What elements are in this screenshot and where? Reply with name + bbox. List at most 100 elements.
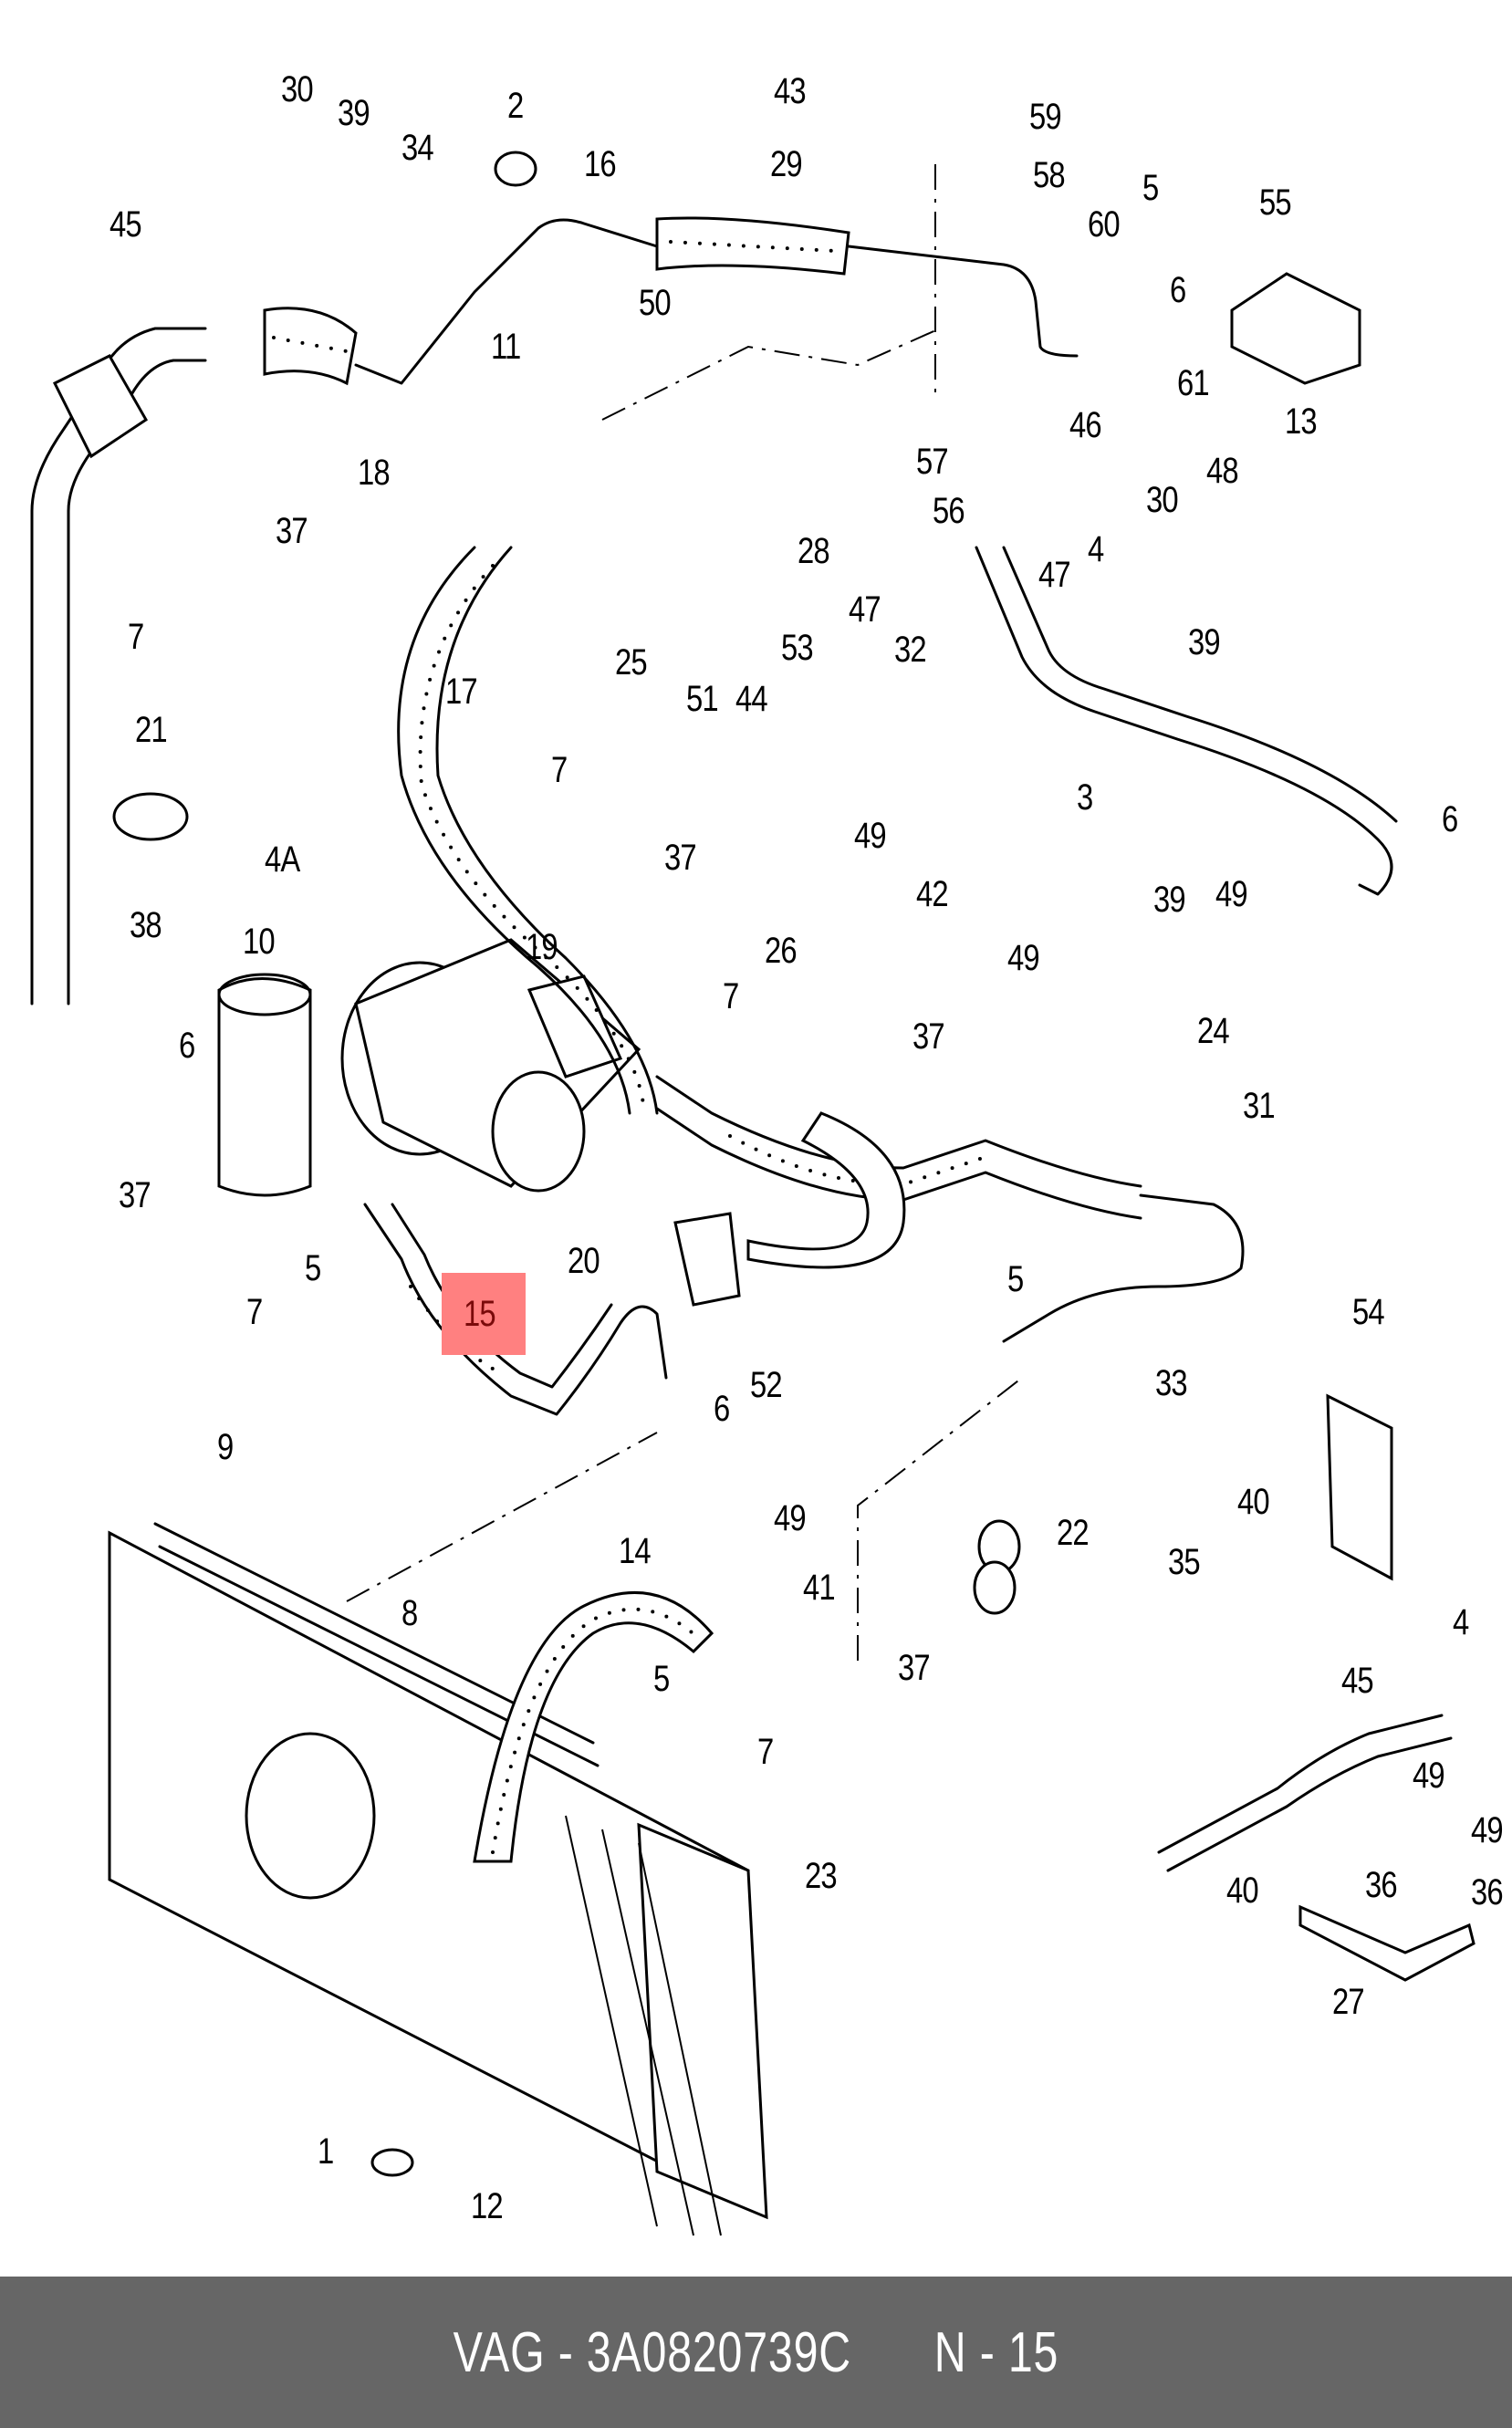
callout-7[interactable]: 7: [246, 1292, 263, 1332]
callout-37[interactable]: 37: [119, 1175, 151, 1215]
callout-42[interactable]: 42: [916, 874, 949, 914]
callout-30[interactable]: 30: [1146, 480, 1179, 520]
callout-39[interactable]: 39: [1188, 622, 1221, 662]
callout-31[interactable]: 31: [1243, 1086, 1276, 1126]
callout-7[interactable]: 7: [723, 976, 739, 1016]
callout-61[interactable]: 61: [1177, 363, 1210, 403]
callout-51[interactable]: 51: [686, 679, 719, 719]
callout-44[interactable]: 44: [735, 679, 768, 719]
callout-39[interactable]: 39: [1153, 880, 1186, 920]
callout-15-highlighted[interactable]: 15: [464, 1294, 496, 1334]
callout-32[interactable]: 32: [894, 630, 927, 670]
callout-8[interactable]: 8: [401, 1593, 418, 1633]
callout-12[interactable]: 12: [471, 2186, 504, 2226]
callout-57[interactable]: 57: [916, 442, 949, 482]
callout-35[interactable]: 35: [1168, 1542, 1201, 1582]
callout-56[interactable]: 56: [933, 491, 965, 531]
callout-6[interactable]: 6: [179, 1026, 195, 1066]
callout-37[interactable]: 37: [276, 511, 308, 551]
callout-6[interactable]: 6: [714, 1389, 730, 1429]
callout-18[interactable]: 18: [358, 453, 391, 493]
callout-45[interactable]: 45: [1341, 1661, 1374, 1701]
callout-28[interactable]: 28: [798, 531, 830, 571]
hose-sleeve-upper-left: [52, 354, 148, 459]
callout-6[interactable]: 6: [1442, 799, 1458, 839]
callout-40[interactable]: 40: [1226, 1870, 1259, 1911]
pipe-right-top: [975, 546, 1393, 896]
callout-55[interactable]: 55: [1259, 182, 1292, 223]
callout-4A[interactable]: 4A: [265, 839, 300, 880]
footer-part-number: 3A0820739C: [586, 2320, 852, 2384]
callout-36[interactable]: 36: [1471, 1872, 1504, 1912]
callout-9[interactable]: 9: [217, 1427, 234, 1467]
callout-47[interactable]: 47: [1038, 555, 1071, 595]
callout-20[interactable]: 20: [568, 1241, 600, 1281]
callout-7[interactable]: 7: [551, 750, 568, 790]
hose-sleeve-top: [263, 307, 358, 386]
callout-59[interactable]: 59: [1029, 97, 1062, 137]
callout-1[interactable]: 1: [318, 2131, 334, 2172]
callout-45[interactable]: 45: [109, 204, 142, 245]
callout-46[interactable]: 46: [1069, 405, 1102, 445]
callout-22[interactable]: 22: [1057, 1513, 1090, 1553]
callout-49[interactable]: 49: [1413, 1756, 1445, 1796]
callout-5[interactable]: 5: [305, 1248, 321, 1288]
callout-47[interactable]: 47: [849, 589, 881, 630]
callout-5[interactable]: 5: [653, 1659, 670, 1699]
callout-10[interactable]: 10: [243, 922, 276, 962]
callout-25[interactable]: 25: [615, 642, 648, 683]
callout-49[interactable]: 49: [774, 1498, 807, 1538]
callout-49[interactable]: 49: [1007, 938, 1040, 978]
parts-diagram: 30 39 2 34 16 45 43 29 59 58 5 55 60 6 5…: [30, 69, 1504, 2236]
callout-27[interactable]: 27: [1332, 1982, 1365, 2022]
callout-17[interactable]: 17: [445, 672, 478, 712]
callout-30[interactable]: 30: [281, 69, 314, 109]
callout-37[interactable]: 37: [898, 1648, 931, 1688]
callout-50[interactable]: 50: [639, 283, 672, 323]
callout-7[interactable]: 7: [757, 1732, 774, 1772]
callout-23[interactable]: 23: [805, 1856, 838, 1896]
hose-14: [473, 1591, 714, 1863]
callout-26[interactable]: 26: [765, 931, 798, 971]
fan-motor: [245, 1732, 376, 1900]
callout-43[interactable]: 43: [774, 71, 807, 111]
callout-34[interactable]: 34: [401, 128, 434, 168]
callout-3[interactable]: 3: [1077, 777, 1093, 818]
callout-11[interactable]: 11: [491, 327, 521, 367]
callout-4[interactable]: 4: [1088, 529, 1104, 569]
callout-13[interactable]: 13: [1285, 401, 1318, 442]
footer-bar: VAG - 3A0820739C N - 15: [0, 2277, 1512, 2428]
callout-58[interactable]: 58: [1033, 155, 1066, 195]
callout-14[interactable]: 14: [619, 1531, 652, 1571]
callout-37[interactable]: 37: [664, 838, 697, 878]
callout-16[interactable]: 16: [584, 144, 617, 184]
callout-48[interactable]: 48: [1206, 451, 1239, 491]
callout-4[interactable]: 4: [1453, 1602, 1469, 1642]
discharge-line-dots: [728, 1134, 987, 1187]
callout-24[interactable]: 24: [1197, 1011, 1230, 1051]
callout-5[interactable]: 5: [1142, 168, 1159, 208]
cap-2: [494, 151, 537, 187]
callout-39[interactable]: 39: [338, 93, 370, 133]
callout-49[interactable]: 49: [854, 816, 887, 856]
callout-37[interactable]: 37: [912, 1016, 945, 1057]
callout-36[interactable]: 36: [1365, 1865, 1398, 1905]
callout-33[interactable]: 33: [1155, 1363, 1188, 1403]
callout-6[interactable]: 6: [1170, 270, 1186, 310]
condenser-side-tank: [637, 1822, 768, 2220]
callout-19[interactable]: 19: [526, 927, 558, 967]
callout-2[interactable]: 2: [507, 86, 524, 126]
callout-49[interactable]: 49: [1471, 1810, 1504, 1850]
callout-7[interactable]: 7: [128, 617, 144, 657]
callout-29[interactable]: 29: [770, 144, 803, 184]
callout-53[interactable]: 53: [781, 628, 814, 668]
callout-60[interactable]: 60: [1088, 204, 1121, 245]
callout-41[interactable]: 41: [803, 1568, 836, 1608]
callout-49[interactable]: 49: [1215, 874, 1248, 914]
callout-40[interactable]: 40: [1237, 1482, 1270, 1522]
callout-52[interactable]: 52: [750, 1365, 783, 1405]
callout-5[interactable]: 5: [1007, 1259, 1024, 1299]
callout-54[interactable]: 54: [1352, 1292, 1385, 1332]
callout-21[interactable]: 21: [135, 710, 168, 750]
callout-38[interactable]: 38: [130, 905, 162, 945]
